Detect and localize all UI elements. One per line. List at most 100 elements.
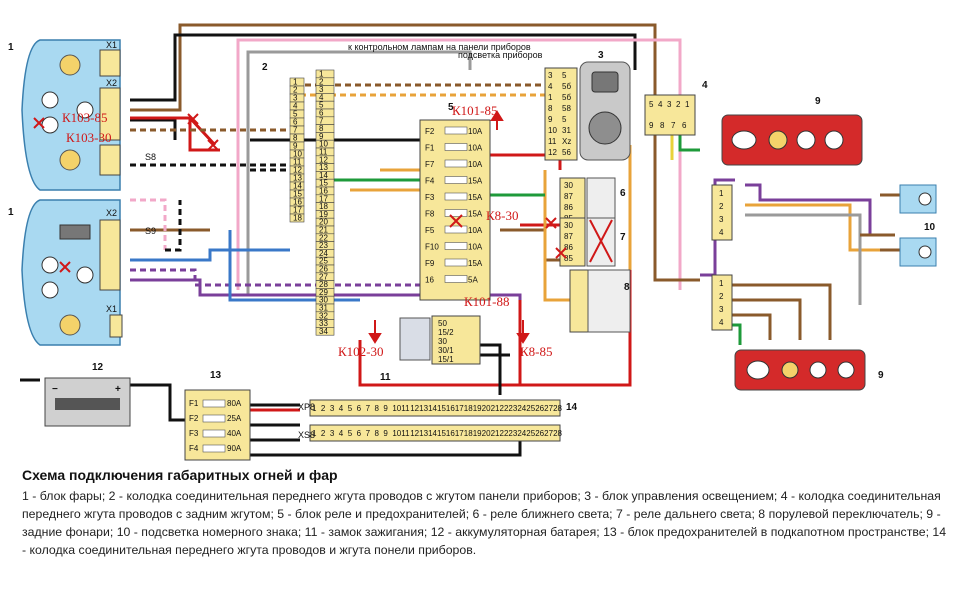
pin-terminal: 5 bbox=[562, 71, 567, 80]
light-switch-knob bbox=[588, 111, 622, 145]
fuse-id: F10 bbox=[425, 243, 439, 252]
component-number: 11 bbox=[380, 372, 391, 383]
fuse-element bbox=[444, 242, 468, 250]
pin-label: 16 bbox=[446, 404, 455, 413]
pin-label: 13 bbox=[319, 163, 328, 172]
pin-label: 27 bbox=[319, 272, 328, 281]
pin-label: 18 bbox=[319, 202, 328, 211]
pin-label: 17 bbox=[293, 206, 302, 215]
lamp-icon bbox=[59, 54, 81, 76]
component-number: 2 bbox=[262, 62, 268, 73]
battery-wire bbox=[20, 378, 190, 422]
relay-pin: 30 bbox=[564, 181, 573, 190]
pin-label: 9 bbox=[319, 132, 324, 141]
pin-label: 20 bbox=[482, 404, 491, 413]
fuse-element bbox=[444, 143, 468, 151]
component-number: 12 bbox=[92, 362, 104, 373]
pin-label: 6 bbox=[293, 118, 298, 127]
annotation-k103-85: К103-85 bbox=[62, 110, 108, 125]
fuse-id: F3 bbox=[189, 429, 199, 438]
pin-label: 8 bbox=[293, 134, 298, 143]
fuse-id: F9 bbox=[425, 259, 435, 268]
lamp-icon bbox=[59, 314, 81, 336]
pin-label: 1 bbox=[719, 189, 724, 198]
pin-number: 8 bbox=[548, 104, 553, 113]
column-switch-body bbox=[587, 269, 631, 333]
unit3-pins-body bbox=[544, 67, 578, 161]
pin-label: 3 bbox=[667, 100, 672, 109]
pin-label: 1 bbox=[312, 429, 317, 438]
annotation-k102-30: К102-30 bbox=[338, 344, 384, 359]
lamp-icon bbox=[796, 130, 816, 150]
wiring-diagram: 1 X1 X2 S8 1 X2 X1 S9 2 1234567891011121… bbox=[8, 23, 937, 461]
fuse-id: F8 bbox=[425, 210, 435, 219]
pin-label: 21 bbox=[319, 226, 328, 235]
pin-label: 12 bbox=[293, 166, 302, 175]
pin-label: 15 bbox=[319, 179, 328, 188]
pin-label: 2 bbox=[321, 404, 326, 413]
pin-terminal: Xz bbox=[562, 137, 571, 146]
pin-label: 31 bbox=[319, 304, 328, 313]
pin-label: 13 bbox=[293, 174, 302, 183]
pin-label: 18 bbox=[293, 214, 302, 223]
connector-x2-top bbox=[99, 87, 121, 141]
pin-label: 34 bbox=[319, 327, 328, 336]
pin-label: 12 bbox=[410, 404, 419, 413]
connector-label: XS8 bbox=[298, 430, 315, 440]
lamp-icon bbox=[41, 281, 59, 299]
ignition-terminal: 15/1 bbox=[438, 355, 454, 364]
dashed-pink bbox=[130, 198, 167, 250]
pin-label: 3 bbox=[293, 94, 298, 103]
pin-label: 3 bbox=[719, 215, 724, 224]
pin-label: 15 bbox=[437, 404, 446, 413]
rear-light-top-pins bbox=[711, 184, 733, 241]
relay-pin: 30 bbox=[564, 221, 573, 230]
pin-label: 4 bbox=[719, 228, 724, 237]
red-cross-markers bbox=[33, 113, 567, 273]
caption: Схема подключения габаритных огней и фар… bbox=[22, 467, 947, 559]
pin-label: 6 bbox=[319, 109, 324, 118]
pin-label: 27 bbox=[544, 429, 553, 438]
relay-7-cross bbox=[589, 219, 613, 263]
connector-label: X2 bbox=[106, 78, 117, 88]
pin-label: 23 bbox=[508, 429, 517, 438]
pin-number: 11 bbox=[548, 137, 557, 146]
fuse-element bbox=[444, 225, 468, 234]
fuse-id: F2 bbox=[425, 127, 435, 136]
relay-7-pins bbox=[559, 217, 586, 267]
column-switch: 8 bbox=[569, 269, 631, 333]
rear-wires-2 bbox=[745, 203, 910, 252]
pin-terminal: 56 bbox=[562, 148, 571, 157]
pin-label: 12 bbox=[319, 155, 328, 164]
pin-number: 12 bbox=[548, 148, 557, 157]
pin-label: 6 bbox=[682, 121, 687, 130]
relay-pin: 87 bbox=[564, 232, 573, 241]
black-wire-mid bbox=[130, 118, 425, 142]
relay-pin: 85 bbox=[564, 254, 573, 263]
pin-label: 24 bbox=[517, 429, 526, 438]
lamp-icon bbox=[76, 266, 94, 284]
pin-label: 3 bbox=[330, 429, 335, 438]
annotation-k101-88: К101-88 bbox=[464, 294, 510, 309]
pin-label: 19 bbox=[473, 429, 482, 438]
ignition-terminals-body bbox=[431, 315, 481, 365]
connector-2-right-column: 1234567891011121314151617181920212223242… bbox=[315, 70, 335, 336]
component-number: 6 bbox=[620, 188, 626, 199]
fuse-rating: 90A bbox=[227, 444, 242, 453]
pin-label: 10 bbox=[392, 404, 401, 413]
pin-label: 20 bbox=[482, 429, 491, 438]
lamp-icon bbox=[768, 130, 788, 150]
component-number: 9 bbox=[815, 96, 821, 107]
connector-label: S8 bbox=[145, 152, 156, 162]
pin-label: 8 bbox=[375, 404, 380, 413]
battery-minus: − bbox=[52, 384, 58, 395]
connector-x2-bottom bbox=[99, 219, 121, 291]
pin-label: 5 bbox=[649, 100, 654, 109]
pin-label: 21 bbox=[491, 429, 500, 438]
